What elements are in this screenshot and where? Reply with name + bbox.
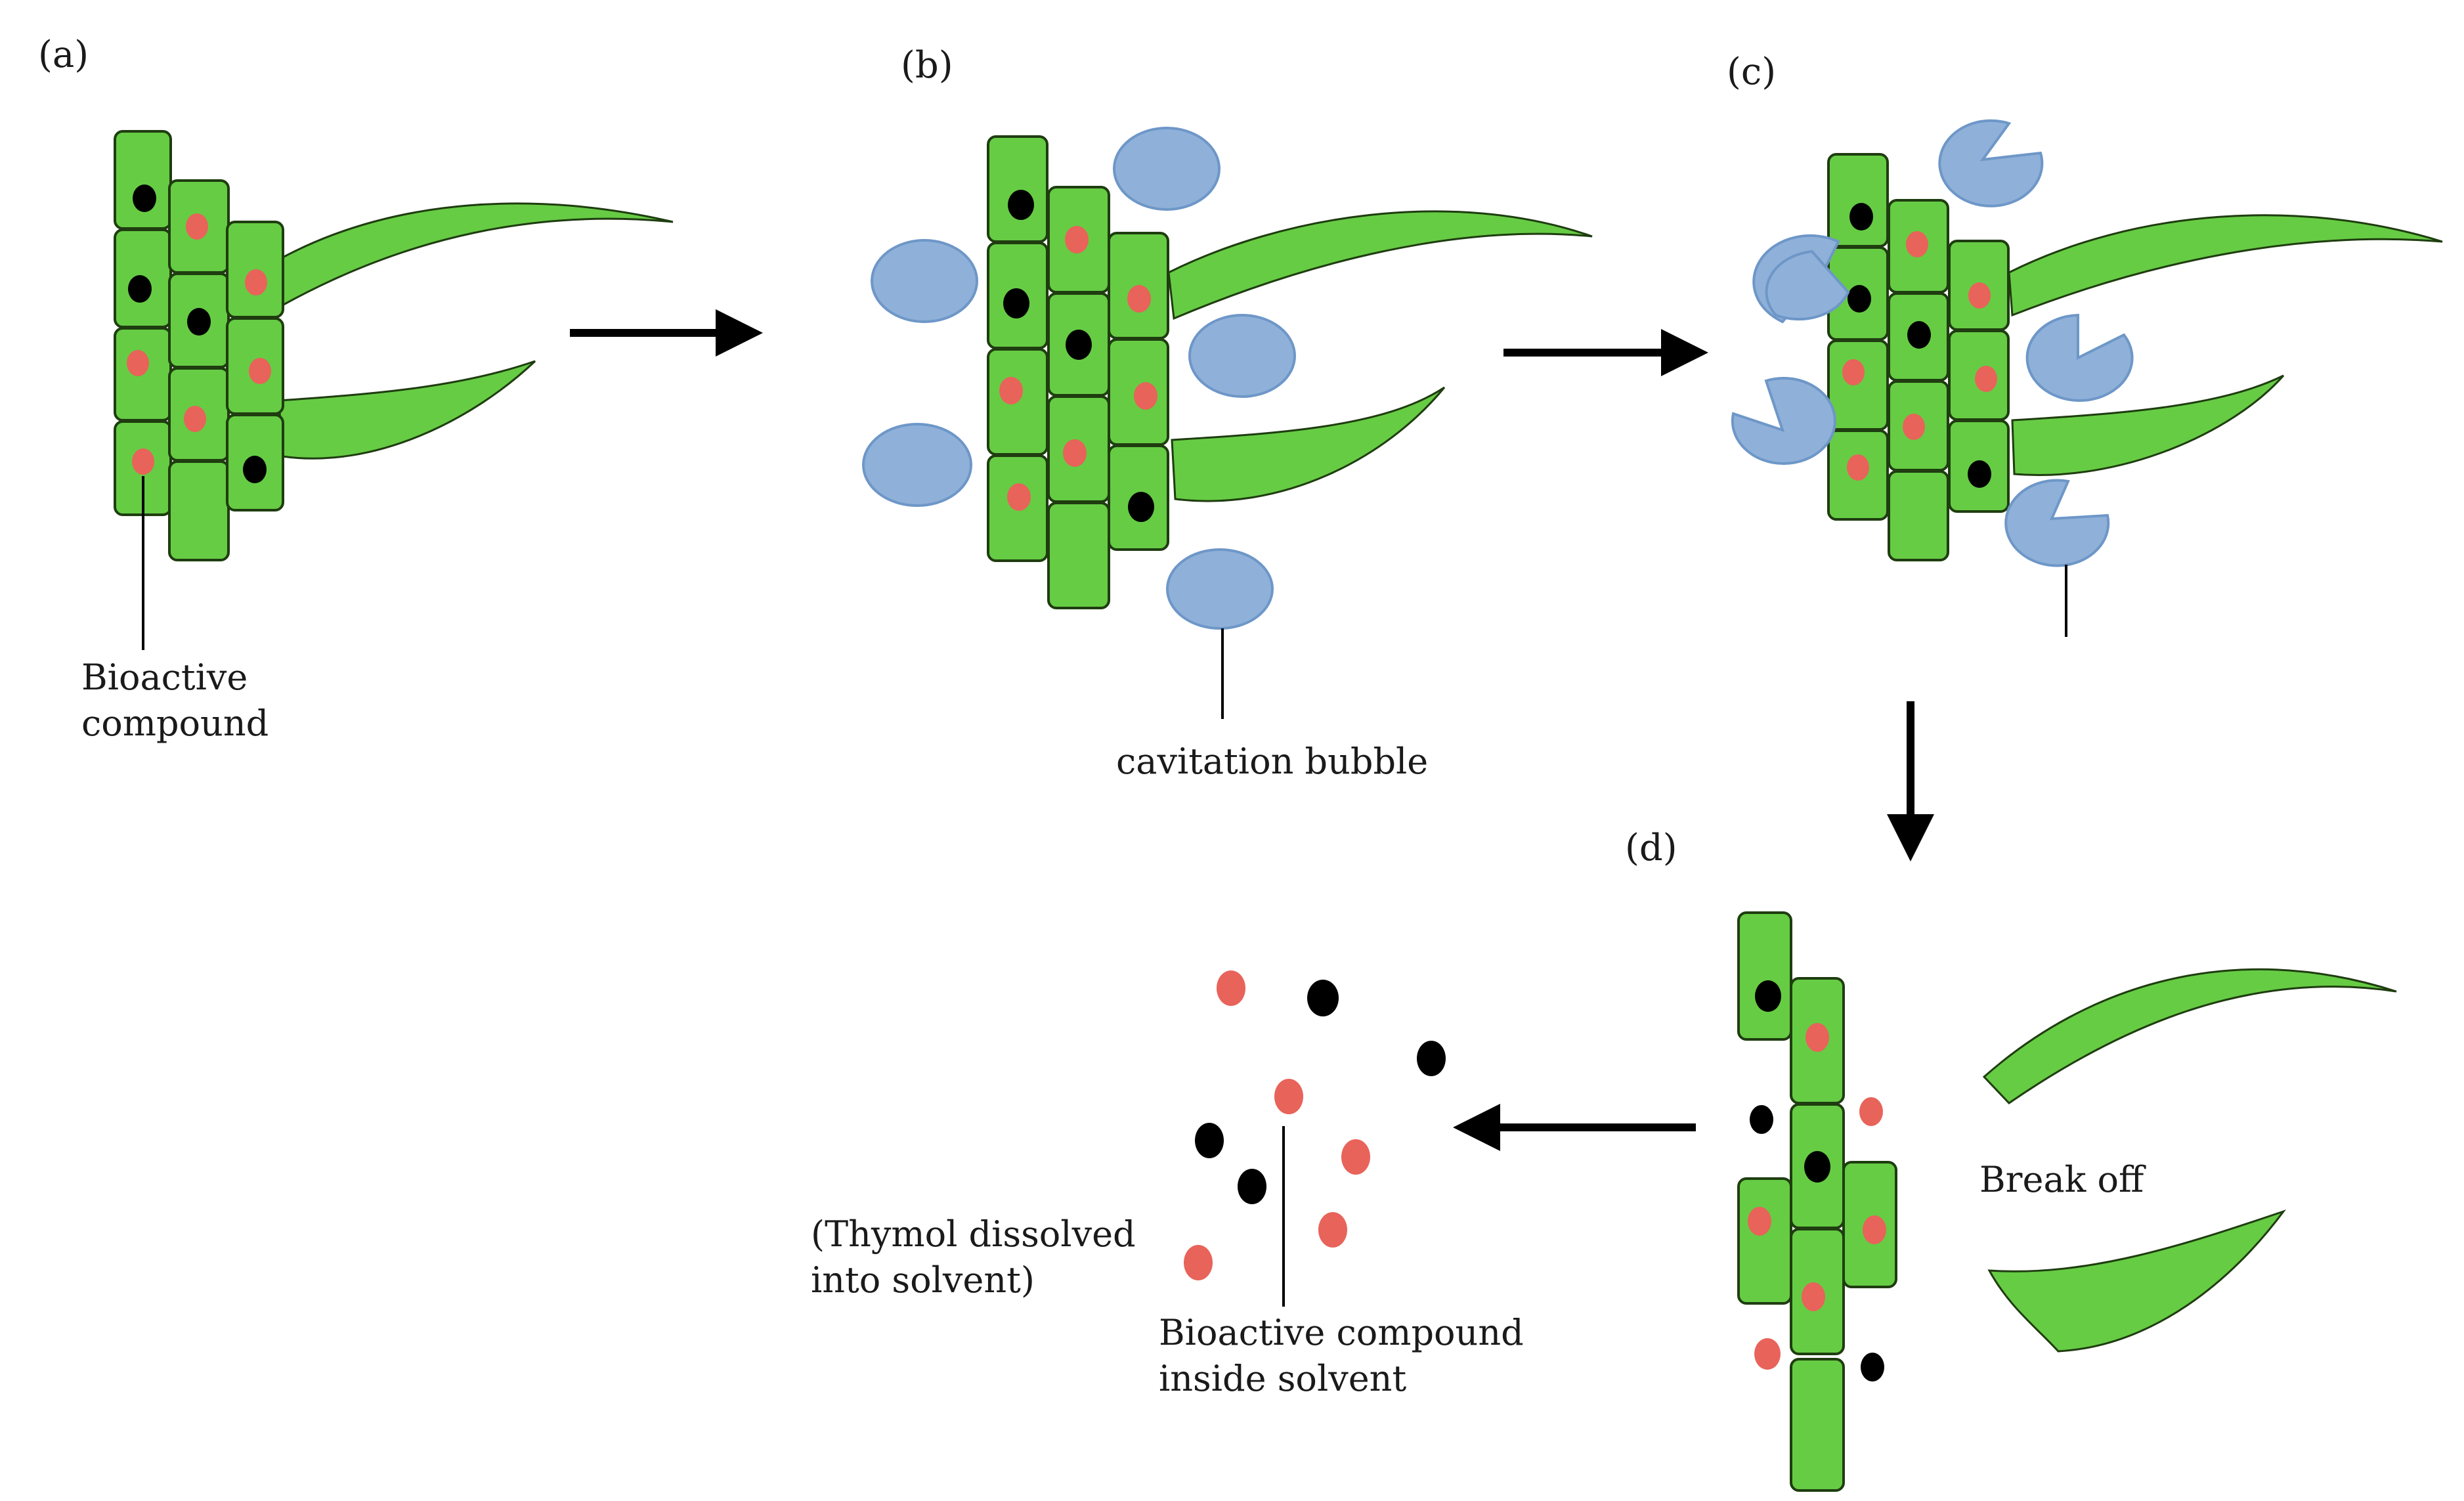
leaf-hair-c (2008, 214, 2443, 476)
break-off-label: Break off (1979, 1159, 2146, 1200)
panel-a: (a) (38, 33, 674, 744)
panel-c: (c) (1727, 51, 2443, 637)
compound-dots-c (1842, 203, 1997, 488)
panel-c-label: (c) (1727, 51, 1776, 93)
bioactive-label-line1: Bioactive (81, 657, 248, 698)
solvent-compounds (1184, 970, 1446, 1280)
panel-b: (b) (862, 44, 1593, 782)
panel-a-label: (a) (38, 33, 89, 76)
inside-solvent-label-line1: Bioactive compound (1159, 1312, 1524, 1353)
broken-leaf-hairs-d (1982, 968, 2397, 1353)
thymol-label-line2: into solvent) (811, 1259, 1035, 1301)
compound-dots-a (127, 185, 271, 483)
bioactive-label-line2: compound (81, 703, 269, 744)
cavitation-bubbles-b (862, 127, 1296, 630)
compound-dots-b (999, 190, 1157, 522)
thymol-label-line1: (Thymol dissolved (811, 1213, 1136, 1255)
leaf-hair-a (278, 202, 674, 460)
collapsing-bubbles-c (1731, 119, 2134, 567)
cavitation-bubble-label: cavitation bubble (1116, 741, 1428, 782)
panel-d-label: (d) (1625, 827, 1677, 869)
compound-dots-d (1748, 980, 1886, 1381)
leaf-hair-b (1167, 210, 1593, 502)
panel-b-label: (b) (901, 44, 953, 87)
panel-d: (d) Break off (1625, 827, 2397, 1492)
inside-solvent-label-line2: inside solvent (1159, 1358, 1406, 1399)
